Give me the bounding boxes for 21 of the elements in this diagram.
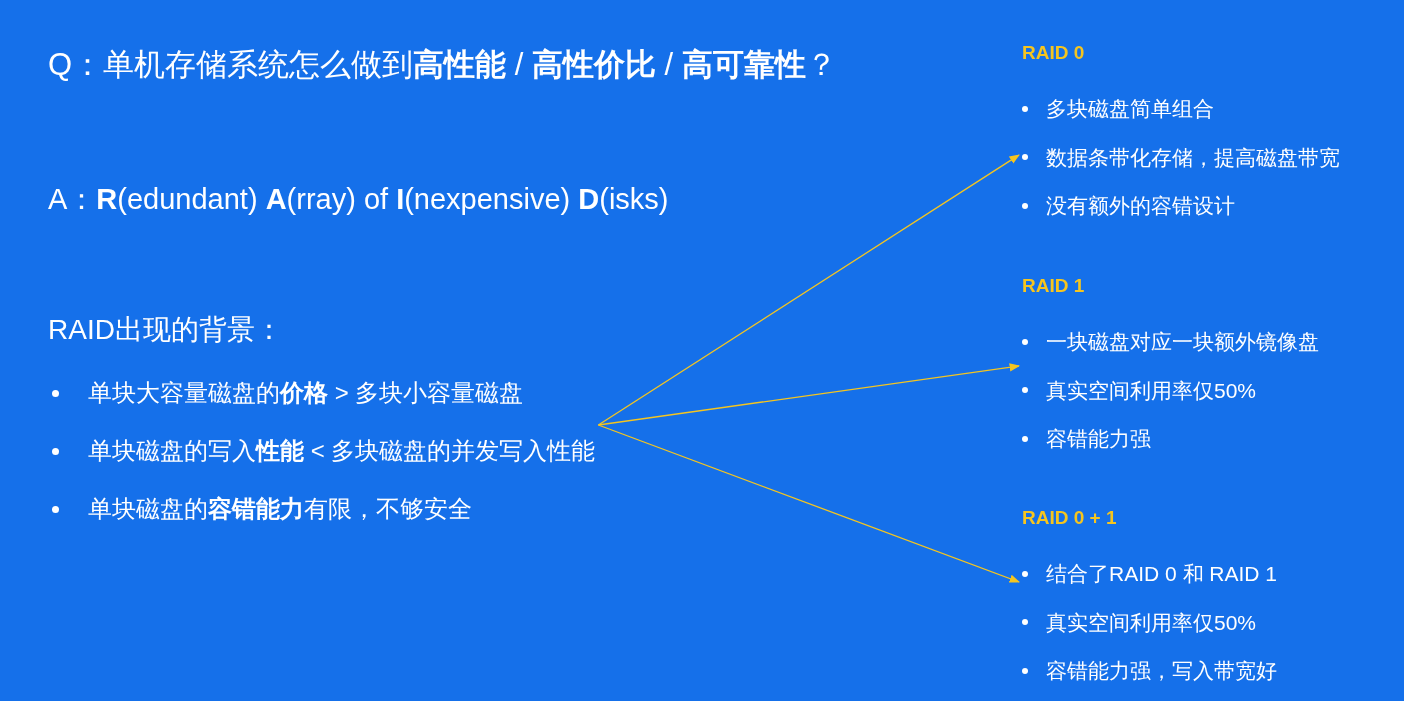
bullet-text: 结合了RAID 0 和 RAID 1 [1046,561,1278,588]
answer-text: A：R(edundant) A(rray) of I(nexpensive) D(isks) [48,182,669,217]
arrow [597,154,1020,426]
raid-heading: RAID 0 + 1 [1022,506,1117,530]
bullet-text: 多块磁盘简单组合 [1046,96,1214,123]
raid-heading: RAID 0 [1022,41,1085,65]
bullet-text: 单块磁盘的写入性能 < 多块磁盘的并发写入性能 [88,436,596,466]
bullet-text: 单块大容量磁盘的价格 > 多块小容量磁盘 [88,378,524,408]
bullet-text: 真实空间利用率仅50% [1046,377,1257,404]
section-heading: RAID出现的背景： [48,313,283,347]
bullet-text: 没有额外的容错设计 [1046,193,1235,220]
question-title: Q：单机存储系统怎么做到高性能 / 高性价比 / 高可靠性？ [48,46,837,84]
bullet-text: 容错能力强 [1046,426,1151,453]
arrow [597,363,1021,426]
bullet-text: 真实空间利用率仅50% [1046,609,1257,636]
bullet-text: 容错能力强，写入带宽好 [1046,658,1277,685]
bullet-text: 一块磁盘对应一块额外镜像盘 [1046,329,1319,356]
raid-heading: RAID 1 [1022,274,1085,298]
bullet-text: 单块磁盘的容错能力有限，不够安全 [88,494,472,524]
arrow [597,424,1020,583]
bullet-text: 数据条带化存储，提高磁盘带宽 [1046,144,1340,171]
